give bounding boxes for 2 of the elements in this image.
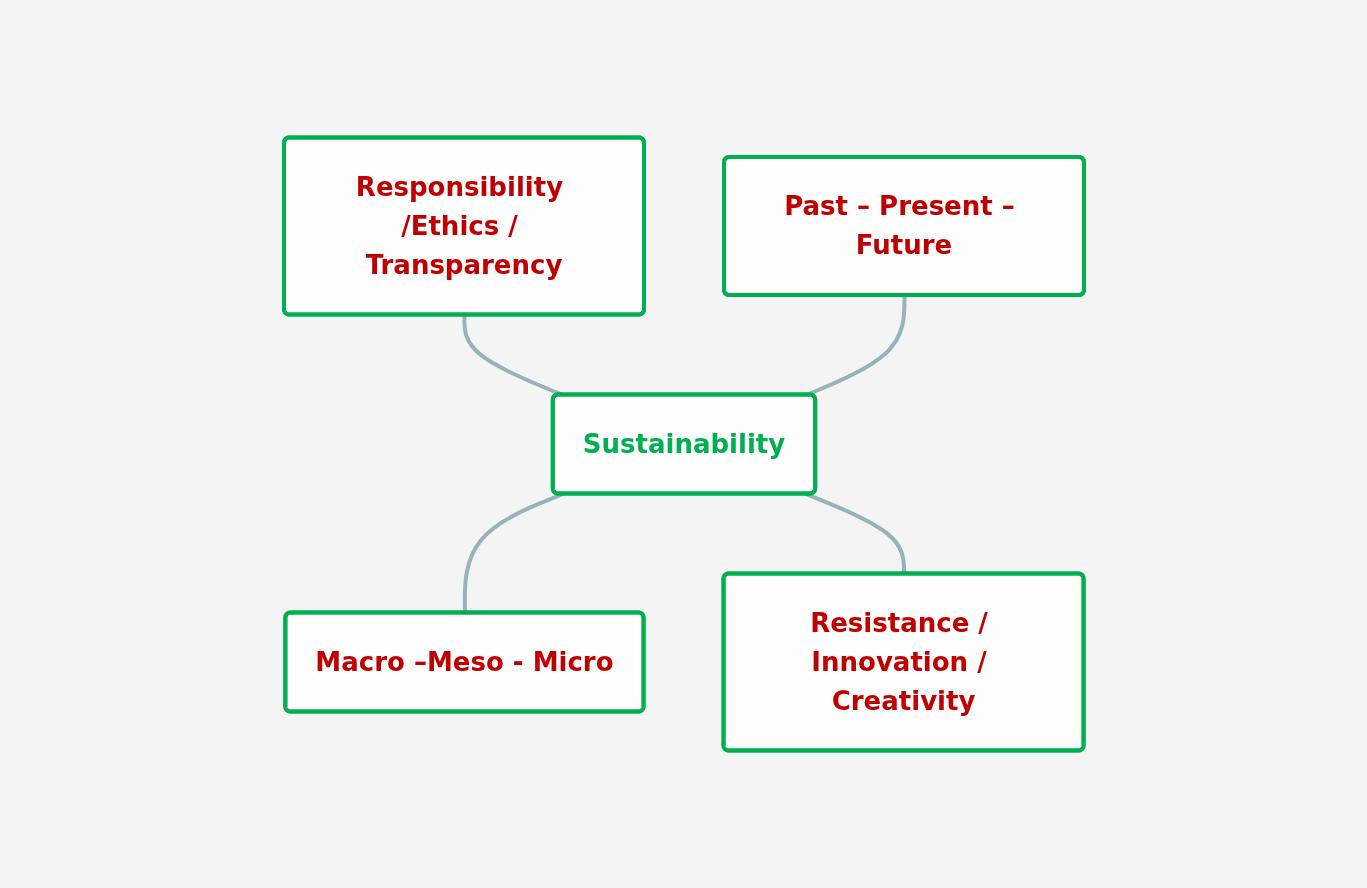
connector — [804, 295, 906, 397]
connector — [462, 492, 564, 613]
